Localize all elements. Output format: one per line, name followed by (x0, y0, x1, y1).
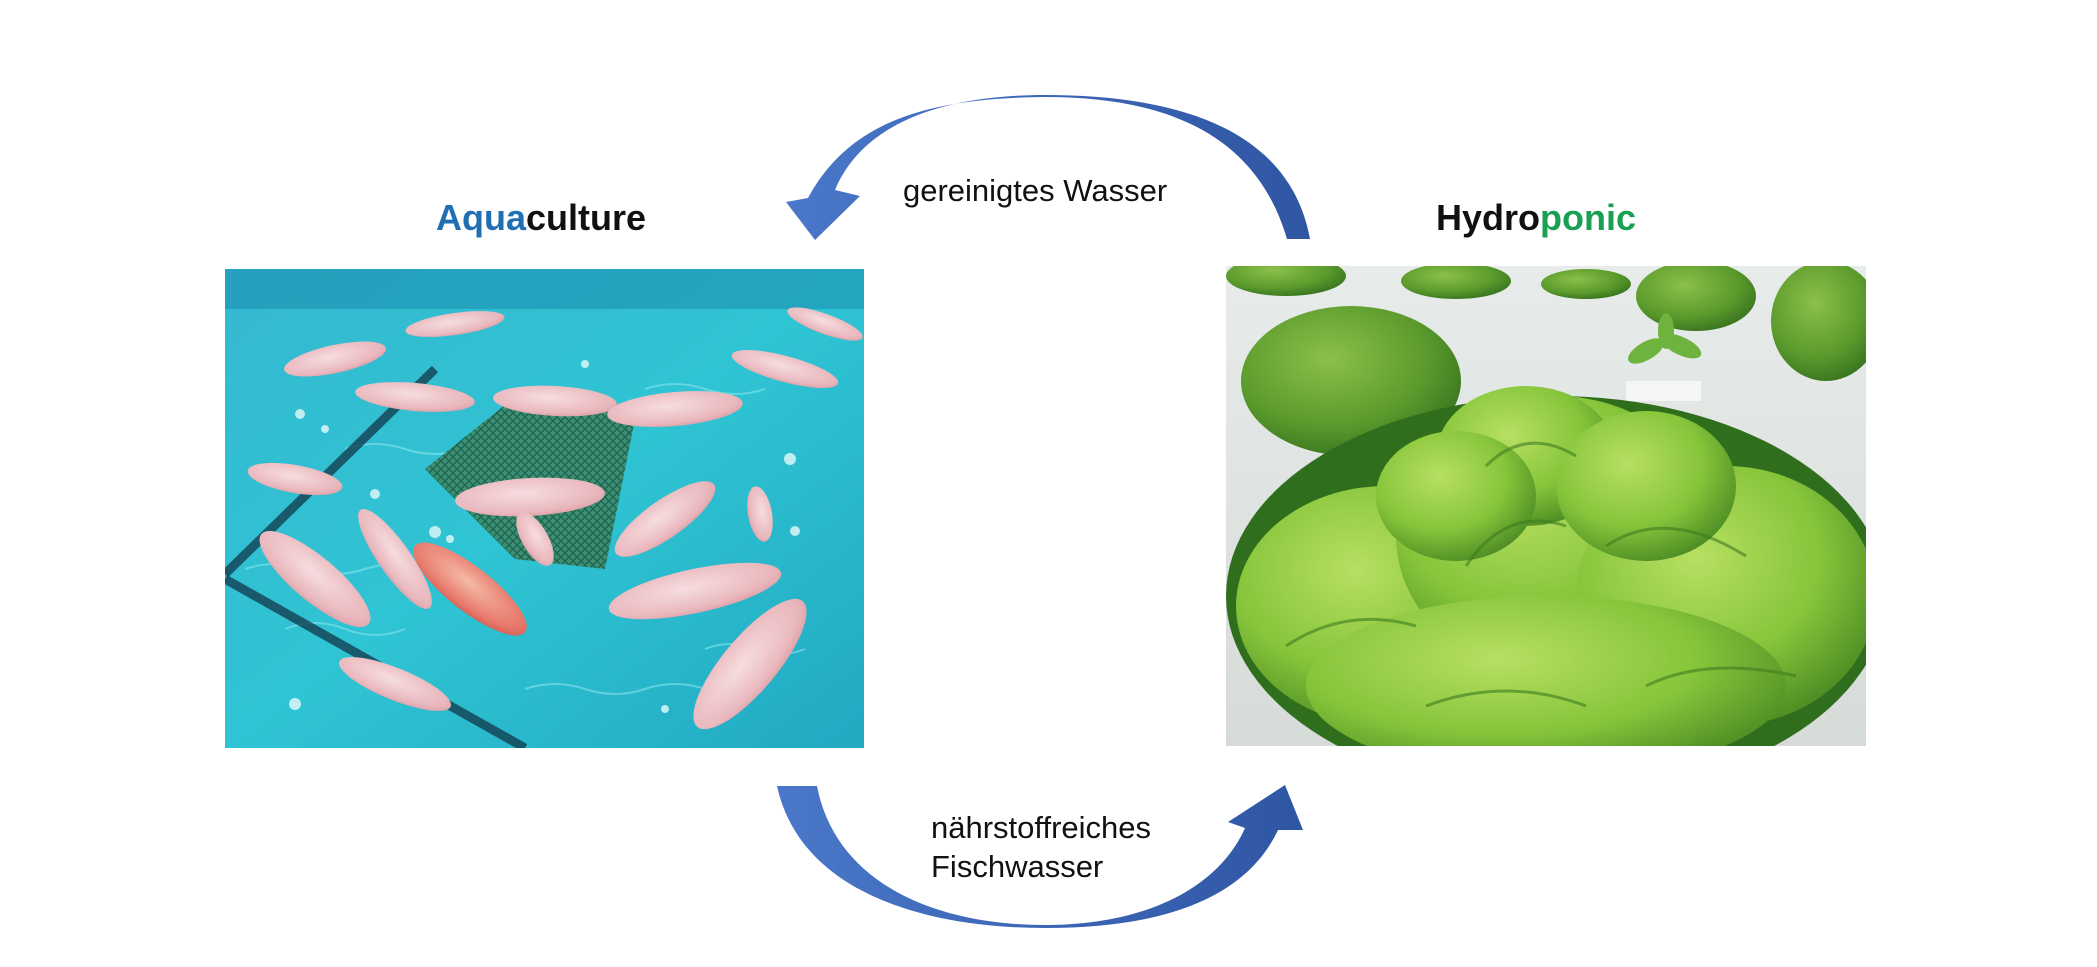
hydroponic-title: Hydroponic (1436, 196, 1636, 240)
hydroponic-title-plain: Hydro (1436, 197, 1540, 238)
top-flow-label: gereinigtes Wasser (903, 171, 1167, 210)
top-flow-arrow (786, 95, 1310, 240)
aquaculture-title: Aquaculture (436, 196, 646, 240)
aquaculture-fish-photo (225, 269, 864, 748)
bottom-flow-label-line-1: nährstoffreiches (931, 808, 1151, 847)
hydroponic-title-highlight: ponic (1540, 197, 1636, 238)
aquaculture-title-highlight: Aqua (436, 197, 526, 238)
lettuce-image (1226, 266, 1866, 746)
bottom-flow-label: nährstoffreiches Fischwasser (931, 808, 1151, 886)
fish-tank-image (225, 269, 864, 748)
hydroponic-lettuce-photo (1226, 266, 1866, 746)
bottom-flow-label-line-2: Fischwasser (931, 847, 1151, 886)
aquaculture-title-rest: culture (526, 197, 646, 238)
